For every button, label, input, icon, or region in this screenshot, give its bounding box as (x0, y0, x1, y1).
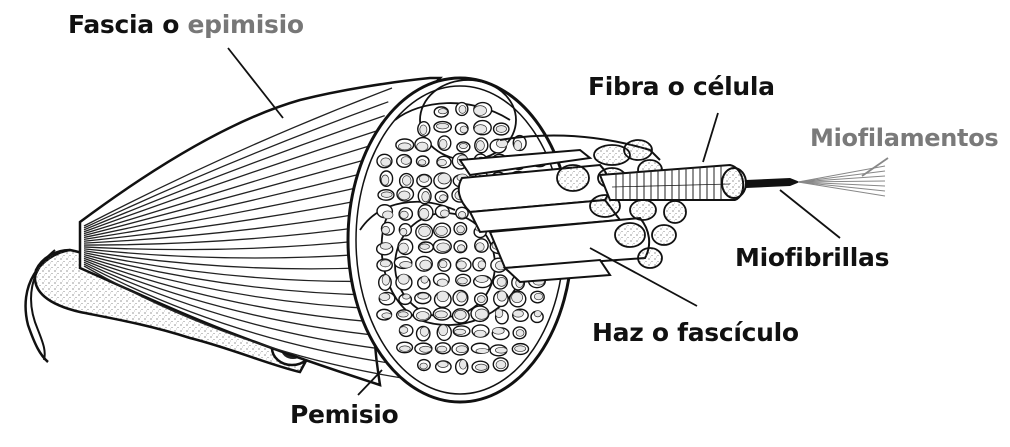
myofilament-strands (798, 166, 885, 196)
label-fascia-epimisio: Fascia o epimisio (68, 10, 304, 39)
label-epimisio: epimisio (188, 10, 304, 39)
label-haz-fasciculo: Haz o fascículo (592, 318, 799, 347)
leader-fascia (228, 48, 283, 118)
label-fibra-celula: Fibra o célula (588, 72, 775, 101)
leader-miofilamentos (862, 158, 888, 176)
label-fascia: Fascia o (68, 10, 188, 39)
muscle-cell (600, 165, 800, 200)
label-miofibrillas: Miofibrillas (735, 243, 889, 272)
label-pemisio: Pemisio (290, 400, 398, 429)
leader-fibra (703, 113, 718, 162)
label-miofilamentos: Miofilamentos (810, 124, 998, 152)
leader-miofibrillas (780, 190, 840, 238)
